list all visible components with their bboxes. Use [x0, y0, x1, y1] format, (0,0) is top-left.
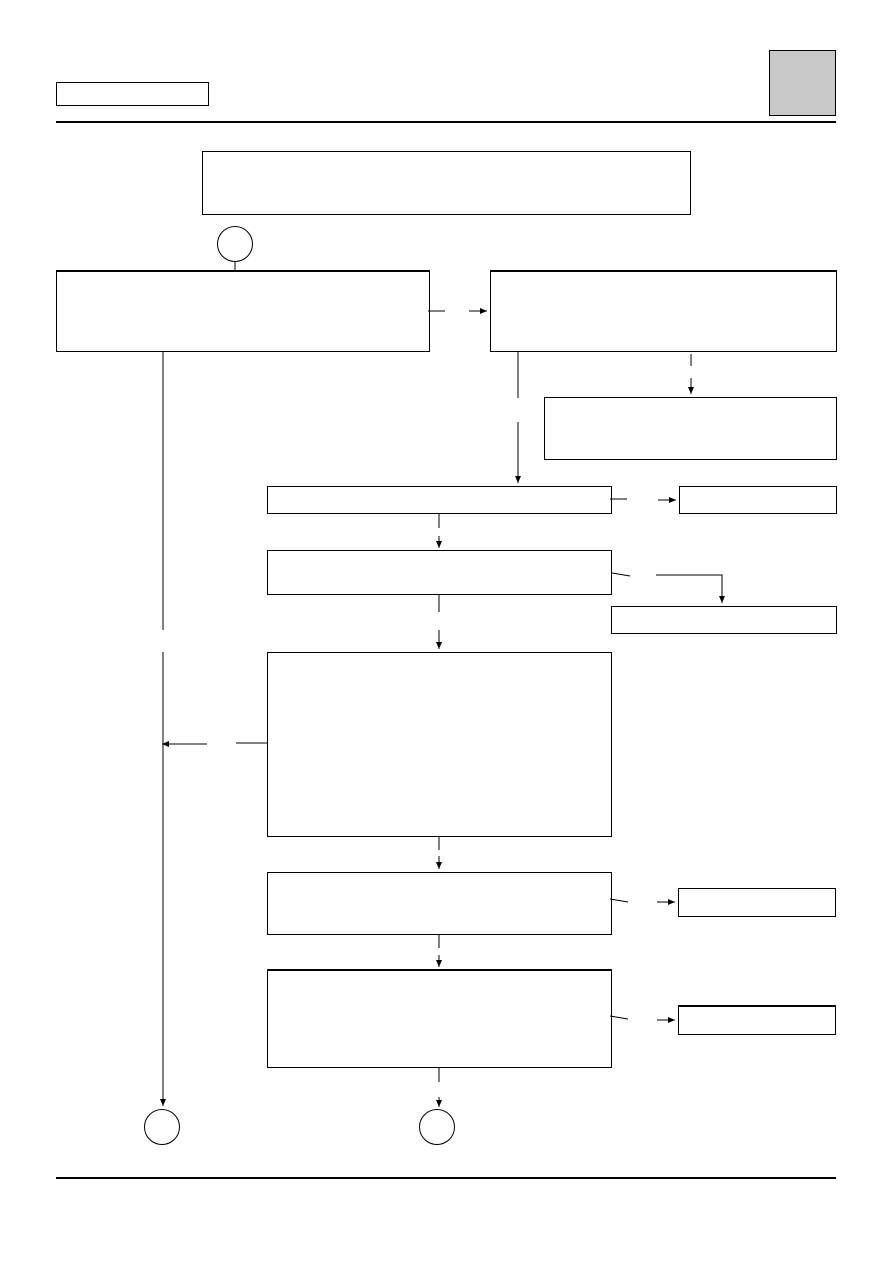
- end-connector-center: [419, 1109, 455, 1145]
- step7-result-box: [678, 1005, 836, 1035]
- step7-right-stub: [609, 1015, 629, 1020]
- start-connector: [217, 226, 253, 262]
- step4-box: [267, 550, 612, 595]
- header-rule: [56, 121, 836, 123]
- step2-note-box: [544, 397, 837, 460]
- step3-box: [267, 486, 612, 514]
- section-label-box: [56, 82, 209, 106]
- step4-to-result-arrow: [656, 574, 725, 603]
- step6-result-box: [678, 888, 836, 917]
- title-box: [202, 151, 691, 215]
- step4-result-box: [611, 606, 837, 634]
- step3-result-box: [679, 486, 837, 514]
- step4-right-stub: [611, 572, 631, 577]
- step1-box: [56, 270, 430, 352]
- section-tab: [769, 50, 836, 116]
- end-connector-left: [144, 1109, 180, 1145]
- step6-right-stub: [609, 898, 629, 903]
- step5-box: [267, 652, 612, 837]
- step6-box: [267, 872, 612, 935]
- step7-box: [267, 969, 612, 1068]
- footer-rule: [56, 1177, 836, 1179]
- step2-box: [490, 270, 837, 352]
